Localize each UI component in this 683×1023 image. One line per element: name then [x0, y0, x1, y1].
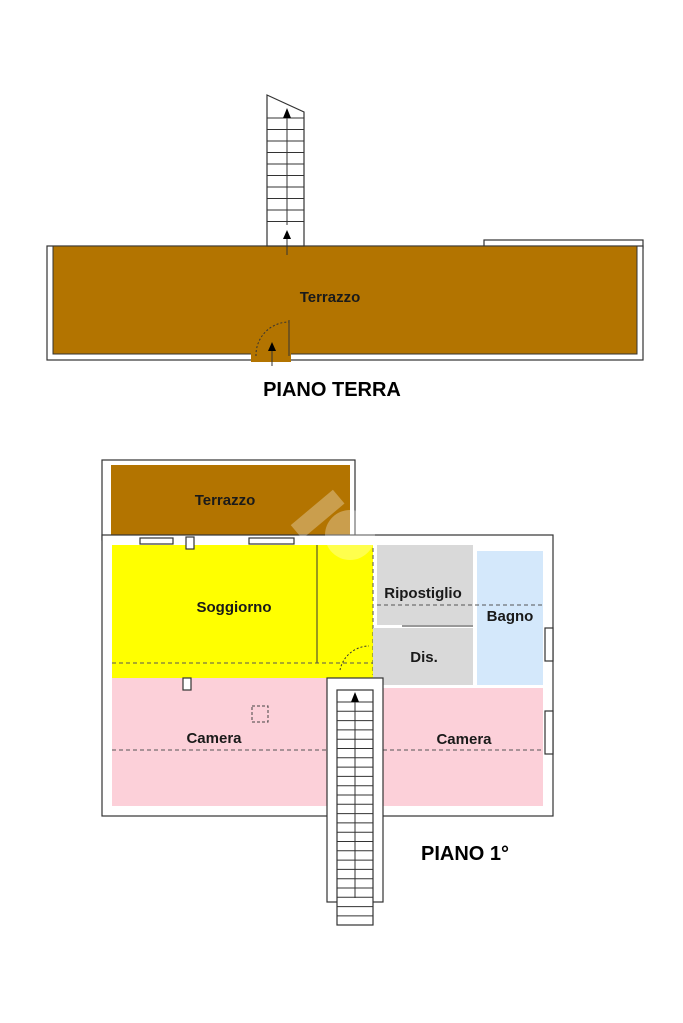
first-floor-plan: Terrazzo Soggiorno Ripostiglio Bagno Dis…	[101, 459, 554, 926]
room-label: Camera	[186, 730, 242, 747]
room-ripostiglio	[377, 545, 473, 625]
stairs-first	[326, 677, 384, 926]
arrow-up-icon	[268, 342, 276, 351]
room-label: Bagno	[487, 608, 534, 625]
room-bagno	[477, 551, 543, 685]
windows	[139, 537, 554, 755]
arrow-up-icon	[351, 692, 359, 702]
room-label: Terrazzo	[300, 289, 361, 306]
entrance-door	[251, 320, 291, 366]
room-terrazzo-ground	[52, 245, 638, 355]
room-label: Ripostiglio	[384, 585, 462, 602]
room-camera-right	[383, 688, 543, 806]
skylight-icon	[251, 705, 269, 723]
floor-title: PIANO 1°	[421, 843, 509, 865]
room-label: Dis.	[410, 649, 438, 666]
room-label: Soggiorno	[197, 599, 272, 616]
door-swing	[339, 645, 370, 671]
room-disimpegno	[373, 628, 473, 685]
floor-title: PIANO TERRA	[263, 379, 401, 401]
room-soggiorno	[112, 545, 373, 678]
watermark-logo	[290, 489, 375, 560]
room-camera-left	[112, 678, 327, 806]
room-terrazzo	[111, 465, 350, 537]
room-label: Camera	[436, 731, 492, 748]
ground-floor-plan: Terrazzo PIANO TERRA	[46, 94, 644, 401]
arrow-up-icon	[283, 108, 291, 118]
stairs-ground	[266, 94, 305, 255]
room-label: Terrazzo	[195, 492, 256, 509]
arrow-up-icon	[283, 230, 291, 239]
